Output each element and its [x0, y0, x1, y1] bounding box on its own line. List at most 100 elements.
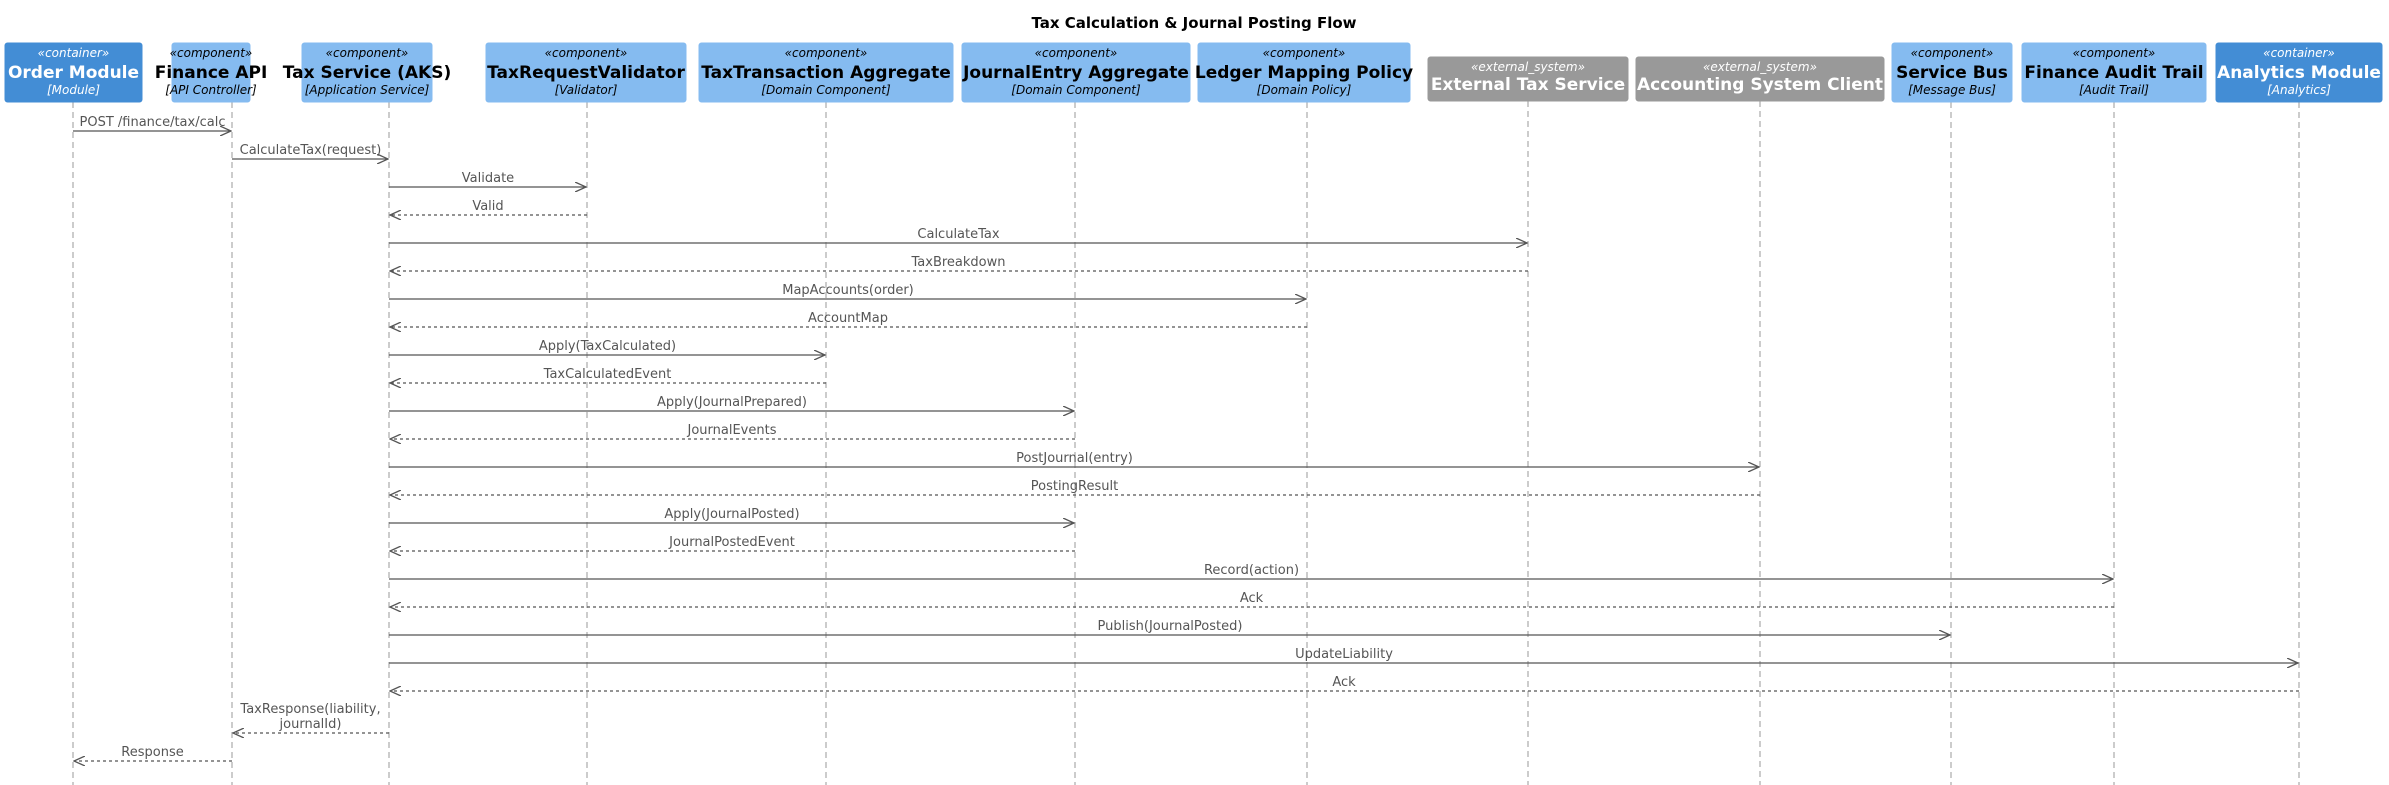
participant-technology: [Validator]: [555, 83, 618, 97]
participant-name: External Tax Service: [1431, 75, 1625, 95]
participant-taxagg: «component» TaxTransaction Aggregate[Doma…: [698, 42, 954, 103]
participant-analytics: «container»Analytics Module[Analytics]: [2215, 42, 2383, 103]
participant-box: [1891, 42, 2013, 103]
participant-name: Order Module: [8, 63, 139, 83]
participant-journalagg: «component»JournalEntry Aggregate[Domain…: [961, 42, 1191, 103]
participant-order: «container» Order Module[Module]: [4, 42, 143, 103]
participant-finapi: «component» Finance API[API Controller]: [155, 42, 268, 103]
message-label: CalculateTax: [917, 227, 999, 242]
message-label: Ack: [1240, 591, 1264, 606]
message-label: Validate: [462, 171, 514, 186]
participant-technology: [API Controller]: [165, 83, 257, 97]
participant-stereotype: «component»: [1035, 46, 1118, 60]
participant-stereotype: «container»: [2263, 46, 2335, 60]
message-label: TaxBreakdown: [911, 255, 1006, 270]
message-8: AccountMap: [390, 311, 1307, 327]
participant-stereotype: «container»: [38, 46, 110, 60]
message-2: CalculateTax(request): [232, 143, 388, 159]
message-label: PostJournal(entry): [1016, 451, 1133, 466]
participant-box: [698, 42, 954, 103]
participant-box: [2215, 42, 2383, 103]
message-label: journalId): [279, 717, 342, 732]
message-20: UpdateLiability: [389, 647, 2298, 663]
participant-stereotype: «component»: [1911, 46, 1994, 60]
participant-name: Finance API: [155, 63, 268, 83]
message-12: JournalEvents: [390, 423, 1075, 439]
message-16: JournalPostedEvent: [390, 535, 1075, 551]
participant-validator: «component»TaxRequestValidator[Validator…: [485, 42, 687, 103]
message-label: Apply(TaxCalculated): [539, 339, 676, 354]
message-label: TaxResponse(liability,: [239, 702, 380, 717]
message-22: TaxResponse(liability,journalId): [233, 702, 389, 733]
message-13: PostJournal(entry): [389, 451, 1759, 467]
message-label: CalculateTax(request): [240, 143, 382, 158]
participant-technology: [Audit Trail]: [2079, 83, 2149, 97]
message-11: Apply(JournalPrepared): [389, 395, 1074, 411]
participant-name: Ledger Mapping Policy: [1195, 63, 1413, 83]
message-10: TaxCalculatedEvent: [390, 367, 826, 383]
message-7: MapAccounts(order): [389, 283, 1306, 299]
message-label: Record(action): [1204, 563, 1299, 578]
participant-box: [961, 42, 1191, 103]
diagram-title: Tax Calculation & Journal Posting Flow: [1031, 14, 1356, 32]
participant-box: [301, 42, 433, 103]
participant-technology: [Domain Component]: [761, 83, 891, 97]
participant-taxsvc: «component» Tax Service (AKS)[Application…: [283, 42, 451, 103]
participant-technology: [Domain Policy]: [1257, 83, 1352, 97]
participant-ledger: «component» Ledger Mapping Policy[Domain …: [1195, 42, 1413, 103]
message-15: Apply(JournalPosted): [389, 507, 1074, 523]
message-1: POST /finance/tax/calc: [73, 115, 231, 131]
message-label: Publish(JournalPosted): [1098, 619, 1243, 634]
message-label: Apply(JournalPosted): [664, 507, 799, 522]
participant-stereotype: «external_system»: [1703, 60, 1817, 74]
participant-box: [1197, 42, 1411, 103]
message-label: Valid: [472, 199, 503, 214]
participant-stereotype: «external_system»: [1471, 60, 1585, 74]
message-4: Valid: [390, 199, 587, 215]
message-label: Apply(JournalPrepared): [657, 395, 807, 410]
participant-stereotype: «component»: [545, 46, 628, 60]
participant-name: Accounting System Client: [1637, 75, 1883, 95]
message-label: AccountMap: [808, 311, 888, 326]
messages: POST /finance/tax/calcCalculateTax(reque…: [73, 115, 2299, 761]
participant-stereotype: «component»: [785, 46, 868, 60]
participant-technology: [Application Service]: [305, 83, 430, 97]
participant-box: [171, 42, 251, 103]
message-14: PostingResult: [390, 479, 1760, 495]
message-label: PostingResult: [1031, 479, 1118, 494]
participant-name: Tax Service (AKS): [283, 63, 451, 83]
participant-box: [1427, 56, 1629, 102]
participant-technology: [Message Bus]: [1908, 83, 1996, 97]
participant-box: [4, 42, 143, 103]
message-17: Record(action): [389, 563, 2113, 579]
lifelines: [72, 101, 2300, 785]
message-label: Response: [121, 745, 183, 760]
participant-bus: «component»Service Bus[Message Bus]: [1891, 42, 2013, 103]
message-label: POST /finance/tax/calc: [80, 115, 226, 130]
participant-technology: [Module]: [47, 83, 100, 97]
participant-stereotype: «component»: [1263, 46, 1346, 60]
message-21: Ack: [390, 675, 2299, 691]
message-label: Ack: [1332, 675, 1356, 690]
message-19: Publish(JournalPosted): [389, 619, 1950, 635]
participant-stereotype: «component»: [326, 46, 409, 60]
participants: «container» Order Module[Module] «componen…: [4, 42, 2383, 103]
participant-box: [485, 42, 687, 103]
message-label: TaxCalculatedEvent: [543, 367, 672, 382]
participant-name: TaxTransaction Aggregate: [701, 63, 951, 83]
message-3: Validate: [389, 171, 586, 187]
participant-name: Finance Audit Trail: [2024, 63, 2203, 83]
participant-acct: «external_system»Accounting System Clien…: [1635, 56, 1885, 102]
participant-exttax: «external_system»External Tax Service: [1427, 56, 1629, 102]
participant-box: [1635, 56, 1885, 102]
message-5: CalculateTax: [389, 227, 1527, 243]
participant-box: [2021, 42, 2207, 103]
message-23: Response: [74, 745, 232, 761]
participant-technology: [Domain Component]: [1011, 83, 1141, 97]
participant-audit: «component» Finance Audit Trail[Audit Tra…: [2021, 42, 2207, 103]
participant-stereotype: «component»: [2073, 46, 2156, 60]
participant-stereotype: «component»: [170, 46, 253, 60]
participant-technology: [Analytics]: [2267, 83, 2331, 97]
message-label: JournalEvents: [687, 423, 777, 438]
